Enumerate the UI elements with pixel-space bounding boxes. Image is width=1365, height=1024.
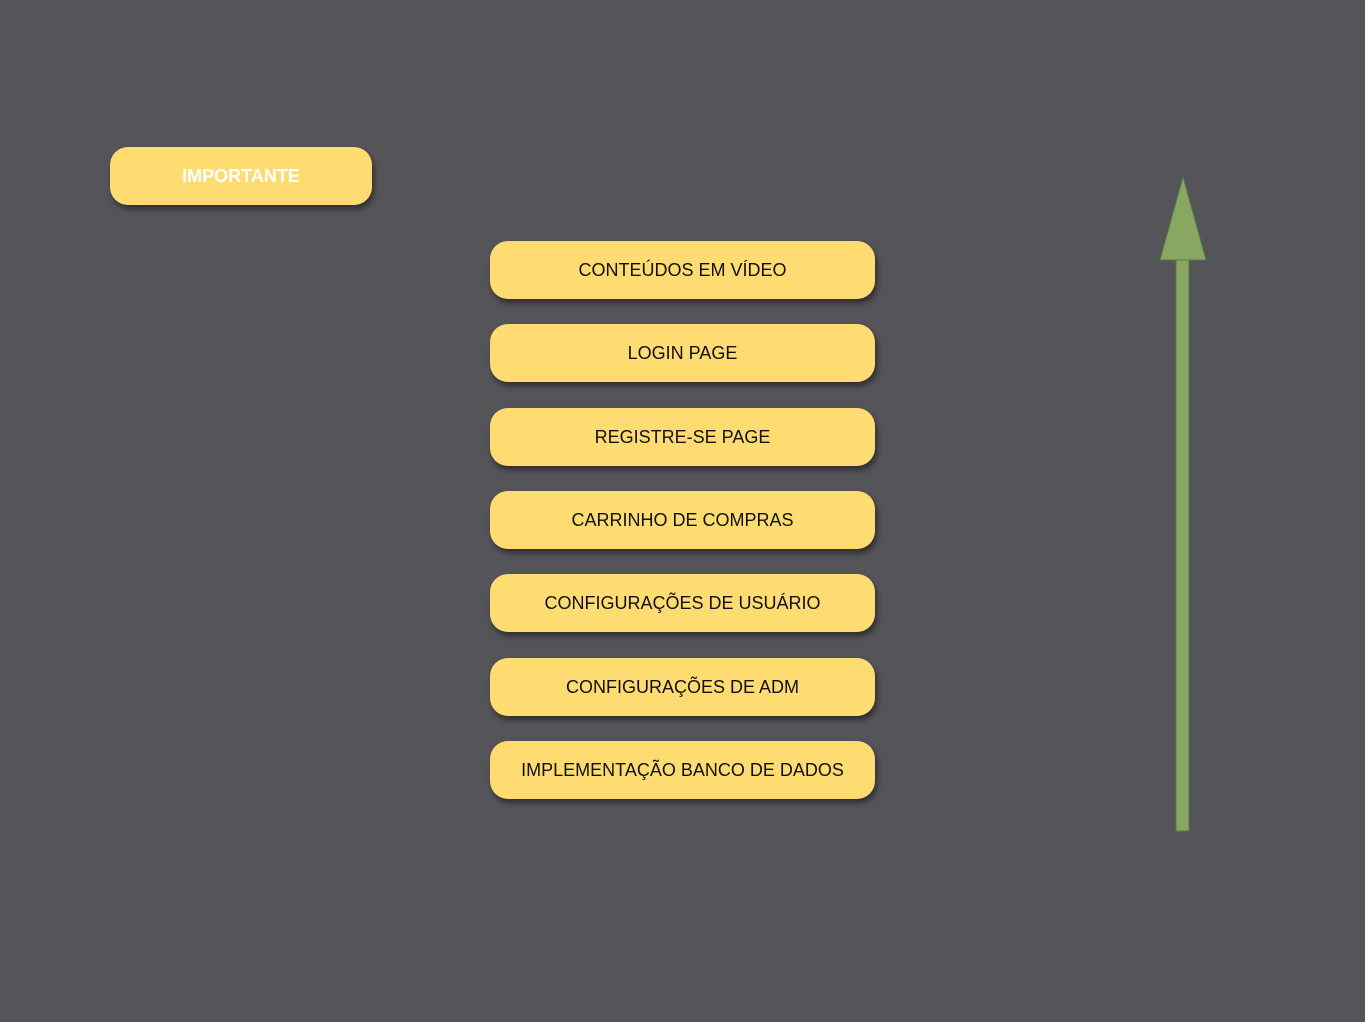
arrow-shaft — [1175, 257, 1190, 832]
priority-item-label: CARRINHO DE COMPRAS — [571, 509, 794, 530]
priority-item-label: CONFIGURAÇÕES DE USUÁRIO — [544, 592, 821, 613]
importante-label: IMPORTANTE — [110, 147, 372, 205]
importante-text: IMPORTANTE — [182, 165, 300, 186]
priority-item-banco-dados: IMPLEMENTAÇÃO BANCO DE DADOS — [490, 741, 875, 799]
priority-item-label: LOGIN PAGE — [627, 342, 738, 363]
priority-item-label: CONTEÚDOS EM VÍDEO — [578, 259, 787, 280]
priority-item-label: CONFIGURAÇÕES DE ADM — [565, 676, 800, 697]
priority-item-label: IMPLEMENTAÇÃO BANCO DE DADOS — [521, 759, 844, 780]
priority-item-registre-se-page: REGISTRE-SE PAGE — [490, 408, 875, 466]
priority-item-label: REGISTRE-SE PAGE — [594, 426, 771, 447]
priority-item-config-usuario: CONFIGURAÇÕES DE USUÁRIO — [490, 574, 875, 632]
priority-item-conteudos-video: CONTEÚDOS EM VÍDEO — [490, 241, 875, 299]
priority-item-login-page: LOGIN PAGE — [490, 324, 875, 382]
priority-item-carrinho-compras: CARRINHO DE COMPRAS — [490, 491, 875, 549]
arrow-up-icon — [1159, 175, 1207, 832]
priority-item-config-adm: CONFIGURAÇÕES DE ADM — [490, 658, 875, 716]
arrow-head — [1159, 175, 1207, 261]
